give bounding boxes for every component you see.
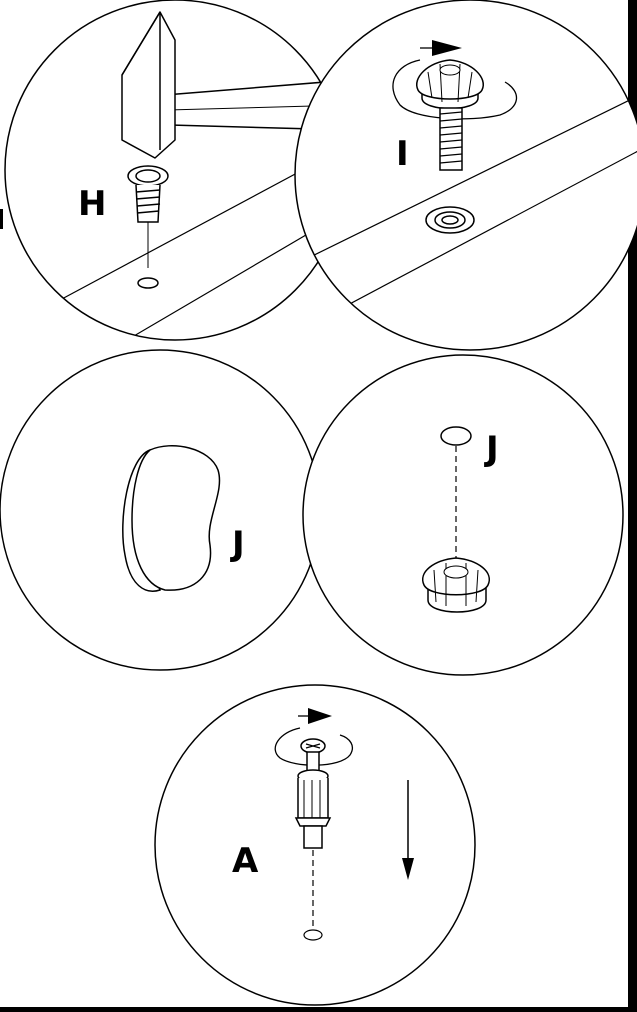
panel-i-circle: [295, 0, 637, 350]
panel-j-right: J: [303, 355, 623, 675]
label-a: A: [232, 841, 259, 881]
label-h: H: [78, 184, 106, 224]
panel-a: A: [155, 685, 475, 1005]
label-j-right: J: [484, 429, 499, 469]
label-i: I: [396, 134, 409, 174]
cap-icon: [441, 427, 471, 445]
panel-i: I: [295, 0, 637, 350]
cap-icon: [123, 446, 220, 591]
knob-icon: [423, 558, 490, 612]
panel-j-right-circle: [303, 355, 623, 675]
label-j-left: J: [230, 524, 245, 564]
embedded-insert-icon: [426, 207, 474, 233]
panel-j-left: J: [0, 350, 320, 670]
drill-hole: [304, 930, 322, 940]
